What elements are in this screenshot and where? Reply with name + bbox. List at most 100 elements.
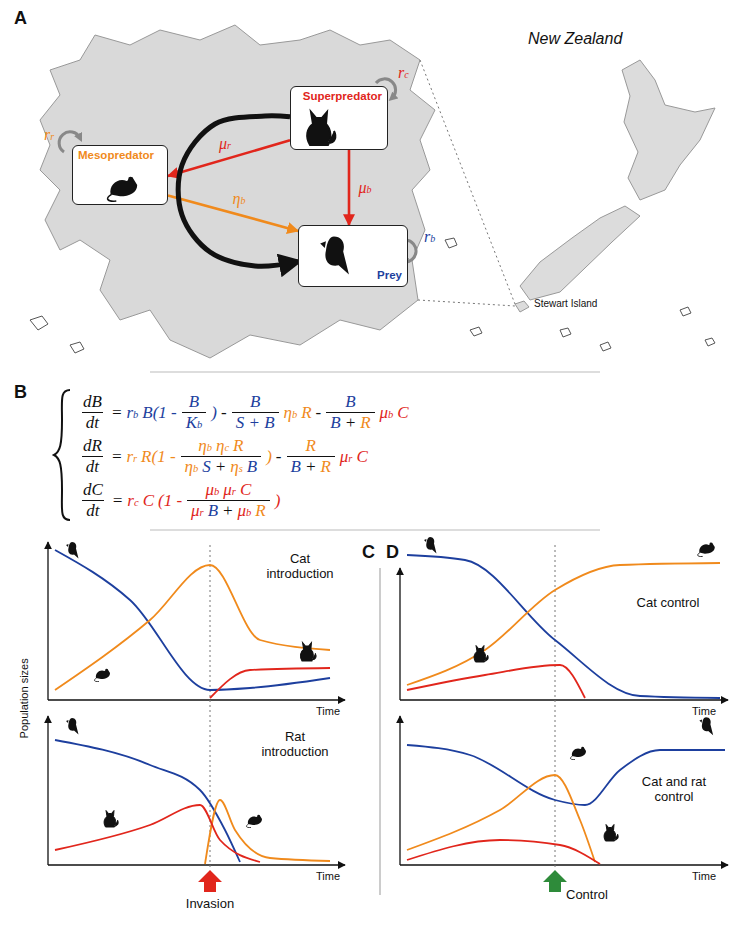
island-map <box>40 25 435 358</box>
rule <box>150 529 600 530</box>
equation-term: μb <box>206 480 220 500</box>
plot-icon <box>104 811 118 828</box>
axis <box>48 864 345 865</box>
event-arrow <box>198 870 567 892</box>
fraction: BS + B <box>232 392 279 433</box>
equation-term: μr <box>340 447 353 467</box>
axis <box>47 716 48 865</box>
denominator: dt <box>82 500 103 521</box>
equation-term: C <box>356 447 367 467</box>
fraction: dRdt <box>79 436 106 477</box>
rate-symbol: rc <box>398 64 409 82</box>
denominator: B+R <box>287 456 335 477</box>
zoom-lines <box>418 300 515 306</box>
equation-term: ηb <box>284 403 298 423</box>
plot-icon <box>570 747 586 760</box>
equation-term: B <box>291 457 301 477</box>
plot-icon <box>698 542 715 556</box>
fraction: dCdt <box>79 480 107 521</box>
text-label: Control <box>566 888 608 903</box>
plot-icon <box>300 643 316 661</box>
plot-icon <box>424 537 437 554</box>
zoom-lines <box>418 60 515 306</box>
fraction: BB+R <box>326 392 374 433</box>
panel-letter: D <box>386 542 399 563</box>
fraction: BKb <box>182 392 207 433</box>
equation-term: B(1 - <box>142 403 176 423</box>
equation-term: + <box>305 457 316 477</box>
box-label: Superpredator <box>303 90 382 104</box>
text-label: Time <box>692 870 716 883</box>
panel-letter: B <box>14 382 27 403</box>
equation-term: B <box>189 392 199 412</box>
equation-term: + <box>345 413 356 433</box>
equation-term: B <box>330 413 340 433</box>
fraction: μbμrCμrB+μbR <box>187 480 270 521</box>
panel-letter: A <box>14 8 27 29</box>
text-label: Stewart Island <box>534 298 597 310</box>
equation-term: - <box>276 447 282 467</box>
text-label: Population sizes <box>18 628 31 768</box>
species-box: Prey <box>298 225 408 287</box>
equation-term: C <box>143 491 154 511</box>
text-label: Time <box>316 705 340 718</box>
equation: dBdt=rbB(1 -BKb)-BS + BηbR-BB+RμbC <box>76 392 411 433</box>
plot-icon <box>246 815 262 828</box>
equation-term: rc <box>127 491 138 511</box>
rate-symbol: ηb <box>231 190 248 208</box>
predation-arrow <box>348 150 351 225</box>
equation-term: B <box>250 392 260 412</box>
equation-term: ) <box>275 491 281 511</box>
axis <box>400 864 728 865</box>
numerator: dR <box>79 436 106 456</box>
numerator: ηbηcR <box>194 436 247 456</box>
rate-symbol: rb <box>424 228 435 246</box>
equation-term: ηc <box>216 436 229 456</box>
denominator: dt <box>82 412 103 433</box>
equation-term: Kb <box>186 413 203 433</box>
equation-term: μb <box>238 501 252 521</box>
island-map <box>30 25 457 358</box>
equation-term: R(1 - <box>141 447 175 467</box>
denominator: μrB+μbR <box>187 500 270 521</box>
text-label: Cat introduction <box>255 552 345 582</box>
plot-icon <box>604 825 618 842</box>
text-label: Cat control <box>628 596 708 611</box>
equation-term: ηs <box>230 457 243 477</box>
equation-term: μr <box>191 501 204 521</box>
axis <box>48 699 345 700</box>
rate-symbol: μr <box>217 135 233 153</box>
fraction: RB+R <box>287 436 335 477</box>
equation-term: B <box>247 457 257 477</box>
divider <box>380 568 381 895</box>
plot-icon <box>699 717 713 735</box>
rate-symbol: rr <box>44 126 54 144</box>
fraction: ηbηcRηbS+ηsB <box>181 436 262 477</box>
plot-icon <box>94 669 110 682</box>
species-box: Mesopredator <box>72 145 168 205</box>
new-zealand-map <box>515 301 529 312</box>
plot-icon <box>66 542 79 559</box>
population-curve <box>407 665 585 698</box>
equation-term: - <box>221 403 227 423</box>
box-label: Mesopredator <box>78 149 154 163</box>
equation-term: R <box>305 436 315 456</box>
axis <box>48 542 728 865</box>
axis <box>400 699 728 700</box>
new-zealand-map <box>470 307 715 351</box>
text-label: Time <box>692 705 716 718</box>
equation-term: dC <box>83 480 103 500</box>
brace <box>54 390 70 520</box>
fraction: dBdt <box>79 392 106 433</box>
equation-term: + <box>222 501 233 521</box>
numerator: B <box>246 392 264 412</box>
equation-term: ) <box>211 403 217 423</box>
text-label: New Zealand <box>528 30 622 48</box>
denominator: S + B <box>232 412 279 433</box>
equation-term: S <box>202 457 211 477</box>
equation-term: S + B <box>236 413 275 433</box>
text-label: Time <box>316 870 340 883</box>
equation-term: dB <box>83 392 102 412</box>
plot-icon <box>66 718 79 735</box>
animal-icon <box>103 164 141 202</box>
